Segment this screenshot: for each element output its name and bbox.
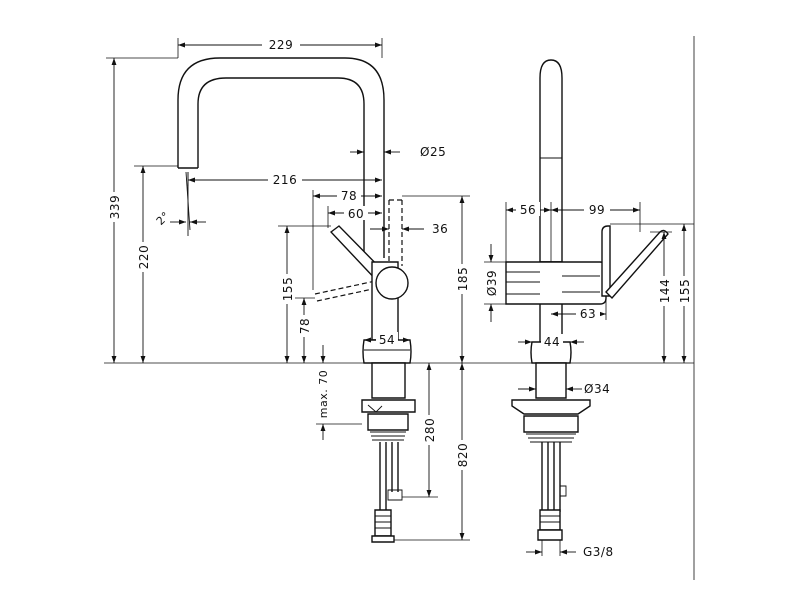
dim-155-front: 155 [678, 279, 692, 303]
front-hose-1 [541, 442, 549, 512]
dim-78-offset: 78 [341, 189, 357, 203]
dim-max-70: max. 70 [317, 370, 330, 418]
supply-hose-2 [391, 442, 399, 492]
front-mounting-plate [511, 399, 591, 415]
front-cartridge [505, 261, 607, 305]
dim-99: 99 [589, 203, 605, 217]
front-view: 56 99 Ø39 63 44 144 155 Ø [484, 59, 694, 559]
dim-185: 185 [456, 267, 470, 291]
dim-44: 44 [544, 335, 560, 349]
lever-extension-hidden [314, 279, 383, 302]
dim-spout-diameter: Ø25 [420, 145, 446, 159]
dim-60-offset: 60 [348, 207, 364, 221]
mounting-plate [361, 399, 416, 413]
lock-nut [367, 413, 409, 431]
dim-shank-diameter: Ø34 [584, 382, 610, 396]
spout-tube [177, 57, 385, 258]
dim-339: 339 [108, 195, 122, 219]
hidden-mechanism [388, 199, 403, 266]
dim-56: 56 [520, 203, 536, 217]
front-hose-fitting [537, 509, 563, 541]
dim-820: 820 [456, 443, 470, 467]
dim-36-offset: 36 [432, 222, 448, 236]
front-shank [535, 362, 567, 399]
dim-144: 144 [658, 279, 672, 303]
dim-54-base: 54 [379, 333, 395, 347]
dim-swivel-angle: 2° [154, 209, 173, 228]
dim-body-diameter: Ø39 [485, 270, 499, 296]
dim-280: 280 [423, 418, 437, 442]
thread-marks [370, 431, 406, 441]
dim-63: 63 [580, 307, 596, 321]
handle-knob [375, 266, 409, 300]
hose-fitting [371, 509, 395, 543]
dim-216: 216 [273, 173, 297, 187]
dim-229: 229 [269, 38, 293, 52]
front-lever [601, 225, 611, 297]
side-view: 229 Ø25 216 78 60 36 2° 339 [106, 37, 470, 543]
shank [371, 362, 406, 399]
dim-220: 220 [137, 245, 151, 269]
supply-hose-1 [379, 442, 387, 520]
dim-155-side: 155 [281, 277, 295, 301]
dim-78-height: 78 [298, 318, 312, 334]
front-hose-2 [553, 442, 561, 512]
dim-thread: G3/8 [583, 545, 614, 559]
front-lock-nut [523, 415, 579, 433]
front-thread-marks [526, 433, 576, 443]
